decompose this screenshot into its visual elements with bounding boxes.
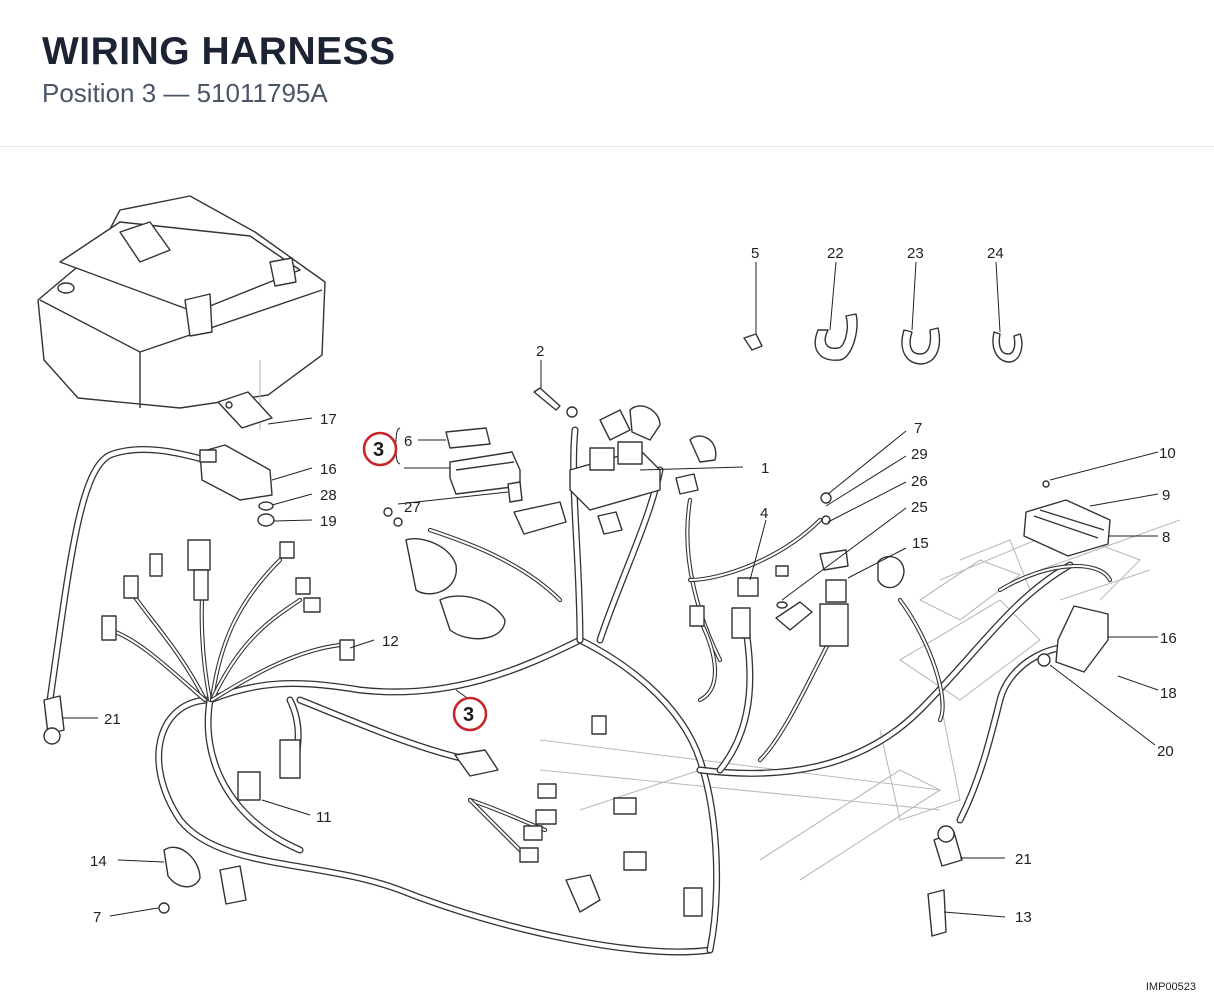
callout-16-right: 16 — [1160, 630, 1177, 647]
callout-21-left: 21 — [104, 711, 121, 728]
highlight-marker-fusebox: 3 — [362, 431, 398, 467]
highlight-marker-harness: 3 — [452, 696, 488, 732]
ignition-coil-16a — [199, 444, 273, 501]
callout-10: 10 — [1159, 445, 1176, 462]
header-divider — [0, 146, 1214, 147]
callout-27: 27 — [404, 499, 421, 516]
callout-7-bottom: 7 — [93, 909, 101, 926]
relay-box-1 — [569, 405, 717, 511]
leader-lines — [62, 261, 1159, 918]
connectors-right-group — [597, 473, 905, 647]
callout-8: 8 — [1162, 529, 1170, 546]
page-subtitle: Position 3 — 51011795A — [42, 78, 328, 108]
wiring-harness-bundle — [46, 426, 1084, 956]
callout-15: 15 — [912, 535, 929, 552]
callout-4: 4 — [760, 505, 768, 522]
callout-12: 12 — [382, 633, 399, 650]
spark-plug-13 — [927, 889, 947, 937]
callout-26: 26 — [911, 473, 928, 490]
callout-21-right: 21 — [1015, 851, 1032, 868]
page-title: WIRING HARNESS — [42, 30, 396, 73]
callout-25: 25 — [911, 499, 928, 516]
callout-22: 22 — [827, 245, 844, 262]
clamp-24 — [992, 331, 1023, 363]
callout-1: 1 — [761, 460, 769, 477]
terminal-5 — [743, 333, 763, 351]
callout-7-top: 7 — [914, 420, 922, 437]
bracket-17 — [217, 391, 273, 429]
regulator-8 — [1023, 480, 1111, 557]
callout-5: 5 — [751, 245, 759, 262]
callout-18: 18 — [1160, 685, 1177, 702]
battery-box — [37, 195, 326, 430]
callout-23: 23 — [907, 245, 924, 262]
highlight-label-harness: 3 — [463, 704, 474, 726]
drawing-code: IMP00523 — [1145, 981, 1196, 993]
clamp-23 — [901, 327, 941, 365]
highlight-label-fusebox: 3 — [373, 439, 384, 461]
clamp-22 — [814, 313, 858, 361]
callout-24: 24 — [987, 245, 1004, 262]
harness-thin-wires — [107, 497, 1113, 863]
frame-outline — [539, 519, 1181, 881]
callout-20: 20 — [1157, 743, 1174, 760]
ignition-coil-16b — [1037, 605, 1109, 673]
rubber-pad-28-19 — [257, 501, 275, 527]
callout-16-left: 16 — [320, 461, 337, 478]
callout-29: 29 — [911, 446, 928, 463]
callout-28: 28 — [320, 487, 337, 504]
callout-2: 2 — [536, 343, 544, 360]
callout-6: 6 — [404, 433, 412, 450]
callout-19: 19 — [320, 513, 337, 530]
starter-relay-27 — [383, 481, 567, 640]
spark-cap-21a — [43, 695, 65, 745]
screw-2 — [533, 387, 578, 418]
callout-17: 17 — [320, 411, 337, 428]
connector-cluster-left — [101, 539, 355, 661]
fuse-box-6 — [445, 427, 521, 495]
callout-14: 14 — [90, 853, 107, 870]
callout-labels: 1 2 4 5 6 7 7 8 9 10 11 12 13 14 15 16 1… — [90, 245, 1177, 926]
callout-11: 11 — [316, 809, 332, 826]
connector-cluster-center — [158, 715, 703, 917]
spark-plug-cap-21b — [933, 825, 963, 867]
callout-9: 9 — [1162, 487, 1170, 504]
callout-13: 13 — [1015, 909, 1032, 926]
